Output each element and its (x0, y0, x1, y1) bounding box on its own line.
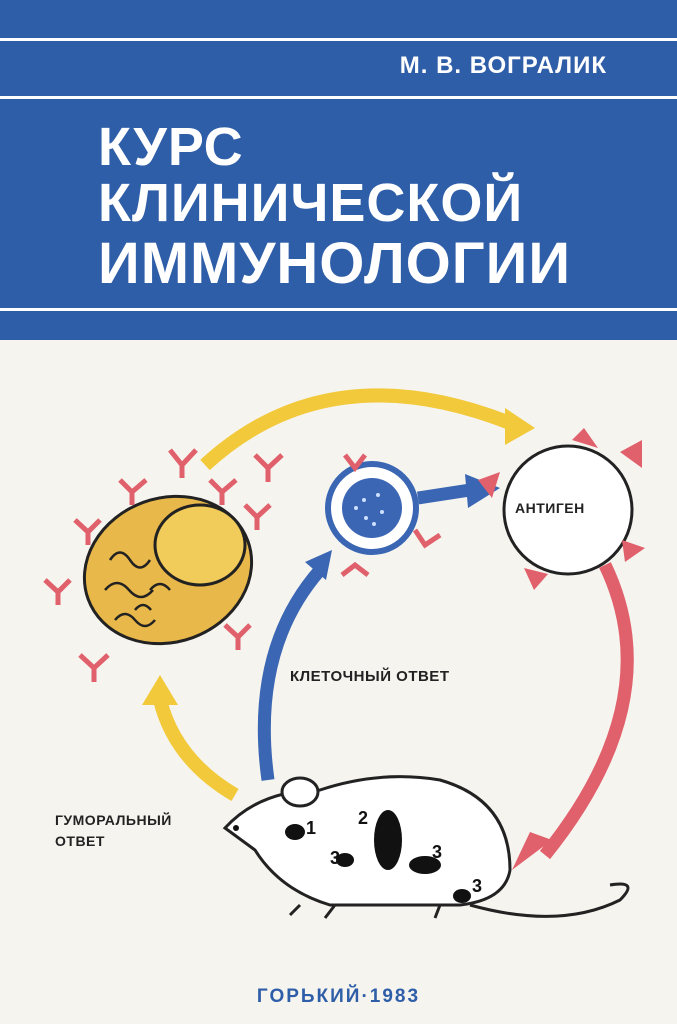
antigen-label: АНТИГЕН (515, 500, 585, 516)
author-rule (0, 96, 677, 99)
blue-arrow-cellular (257, 565, 325, 781)
yellow-arrowhead-top (505, 408, 535, 445)
yellow-arrowhead-humoral (142, 675, 178, 705)
top-rule (0, 38, 677, 41)
bottom-rule (0, 308, 677, 311)
lesion-number: 1 (306, 818, 317, 838)
title-line-1: КУРС (98, 117, 244, 177)
title-line-3: ИММУНОЛОГИИ (98, 231, 572, 296)
receptor-icon (343, 453, 367, 473)
antigen-triangle (572, 428, 598, 448)
yellow-arrow-top (200, 388, 518, 471)
receptor-icon (412, 528, 442, 549)
humoral-response-label: ГУМОРАЛЬНЫЙ ОТВЕТ (55, 810, 172, 852)
cellular-response-label: КЛЕТОЧНЫЙ ОТВЕТ (290, 668, 450, 685)
antigen-circle (502, 444, 634, 576)
blue-arrowhead-cellular (305, 550, 332, 580)
rat (222, 775, 630, 919)
antigen-triangle (524, 568, 548, 590)
immune-response-illustration (43, 388, 645, 919)
receptor-icon (340, 561, 370, 577)
lesion-number: 3 (432, 842, 443, 862)
title-line-2: КЛИНИЧЕСКОЙ (98, 173, 524, 233)
endoplasmic-reticulum (104, 551, 171, 628)
humoral-line-2: ОТВЕТ (55, 833, 105, 849)
lesion-number: 3 (330, 848, 341, 868)
plasma-cell-nucleus (153, 503, 247, 587)
humoral-line-1: ГУМОРАЛЬНЫЙ (55, 812, 172, 828)
antigen-triangle (622, 540, 645, 562)
antibody-icons (43, 448, 284, 682)
title-band (0, 0, 677, 340)
red-arrow-to-rat (539, 562, 634, 860)
blue-arrowhead-to-antigen (465, 474, 500, 508)
lymphocyte-nucleus (342, 478, 402, 538)
red-arrowhead-to-rat (512, 832, 552, 870)
antigen-triangle (620, 440, 642, 468)
yellow-arrow-humoral (153, 698, 239, 802)
lesion-number: 3 (472, 876, 483, 896)
antigen-triangle (478, 472, 500, 498)
blue-arrow-to-antigen (417, 483, 471, 505)
author: М. В. ВОГРАЛИК (399, 52, 607, 79)
lesion-number: 2 (358, 808, 369, 828)
publisher-footer: ГОРЬКИЙ·1983 (256, 986, 421, 1007)
